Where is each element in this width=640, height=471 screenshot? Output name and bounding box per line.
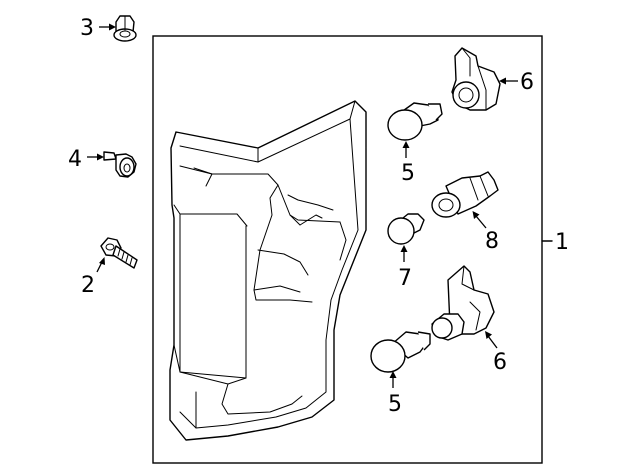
callout-6-upper: 6	[520, 70, 534, 95]
callout-4: 4	[68, 147, 82, 172]
callout-8-arrow	[475, 215, 487, 229]
part-5-bulb-upper	[387, 102, 443, 141]
callout-5-upper: 5	[401, 161, 415, 186]
callout-5-lower: 5	[388, 392, 402, 417]
callout-3: 3	[80, 16, 94, 41]
part-6-socket-lower	[431, 265, 495, 341]
part-2-bolt	[100, 237, 138, 269]
part-6-socket-upper	[451, 47, 501, 111]
assembly-frame	[152, 35, 543, 464]
callout-6-lower-arrow	[487, 335, 498, 349]
callout-8: 8	[485, 229, 499, 254]
part-8-bulb	[431, 171, 499, 218]
callout-7: 7	[398, 266, 412, 291]
part-5-bulb-lower	[370, 331, 431, 373]
callout-2: 2	[81, 273, 95, 298]
callout-1: 1	[555, 230, 569, 255]
tail-lamp-housing	[169, 100, 367, 441]
part-7-bulb	[387, 213, 425, 245]
part-4-screw	[103, 151, 137, 178]
part-3-flange-nut	[113, 15, 137, 42]
callout-6-lower: 6	[493, 350, 507, 375]
